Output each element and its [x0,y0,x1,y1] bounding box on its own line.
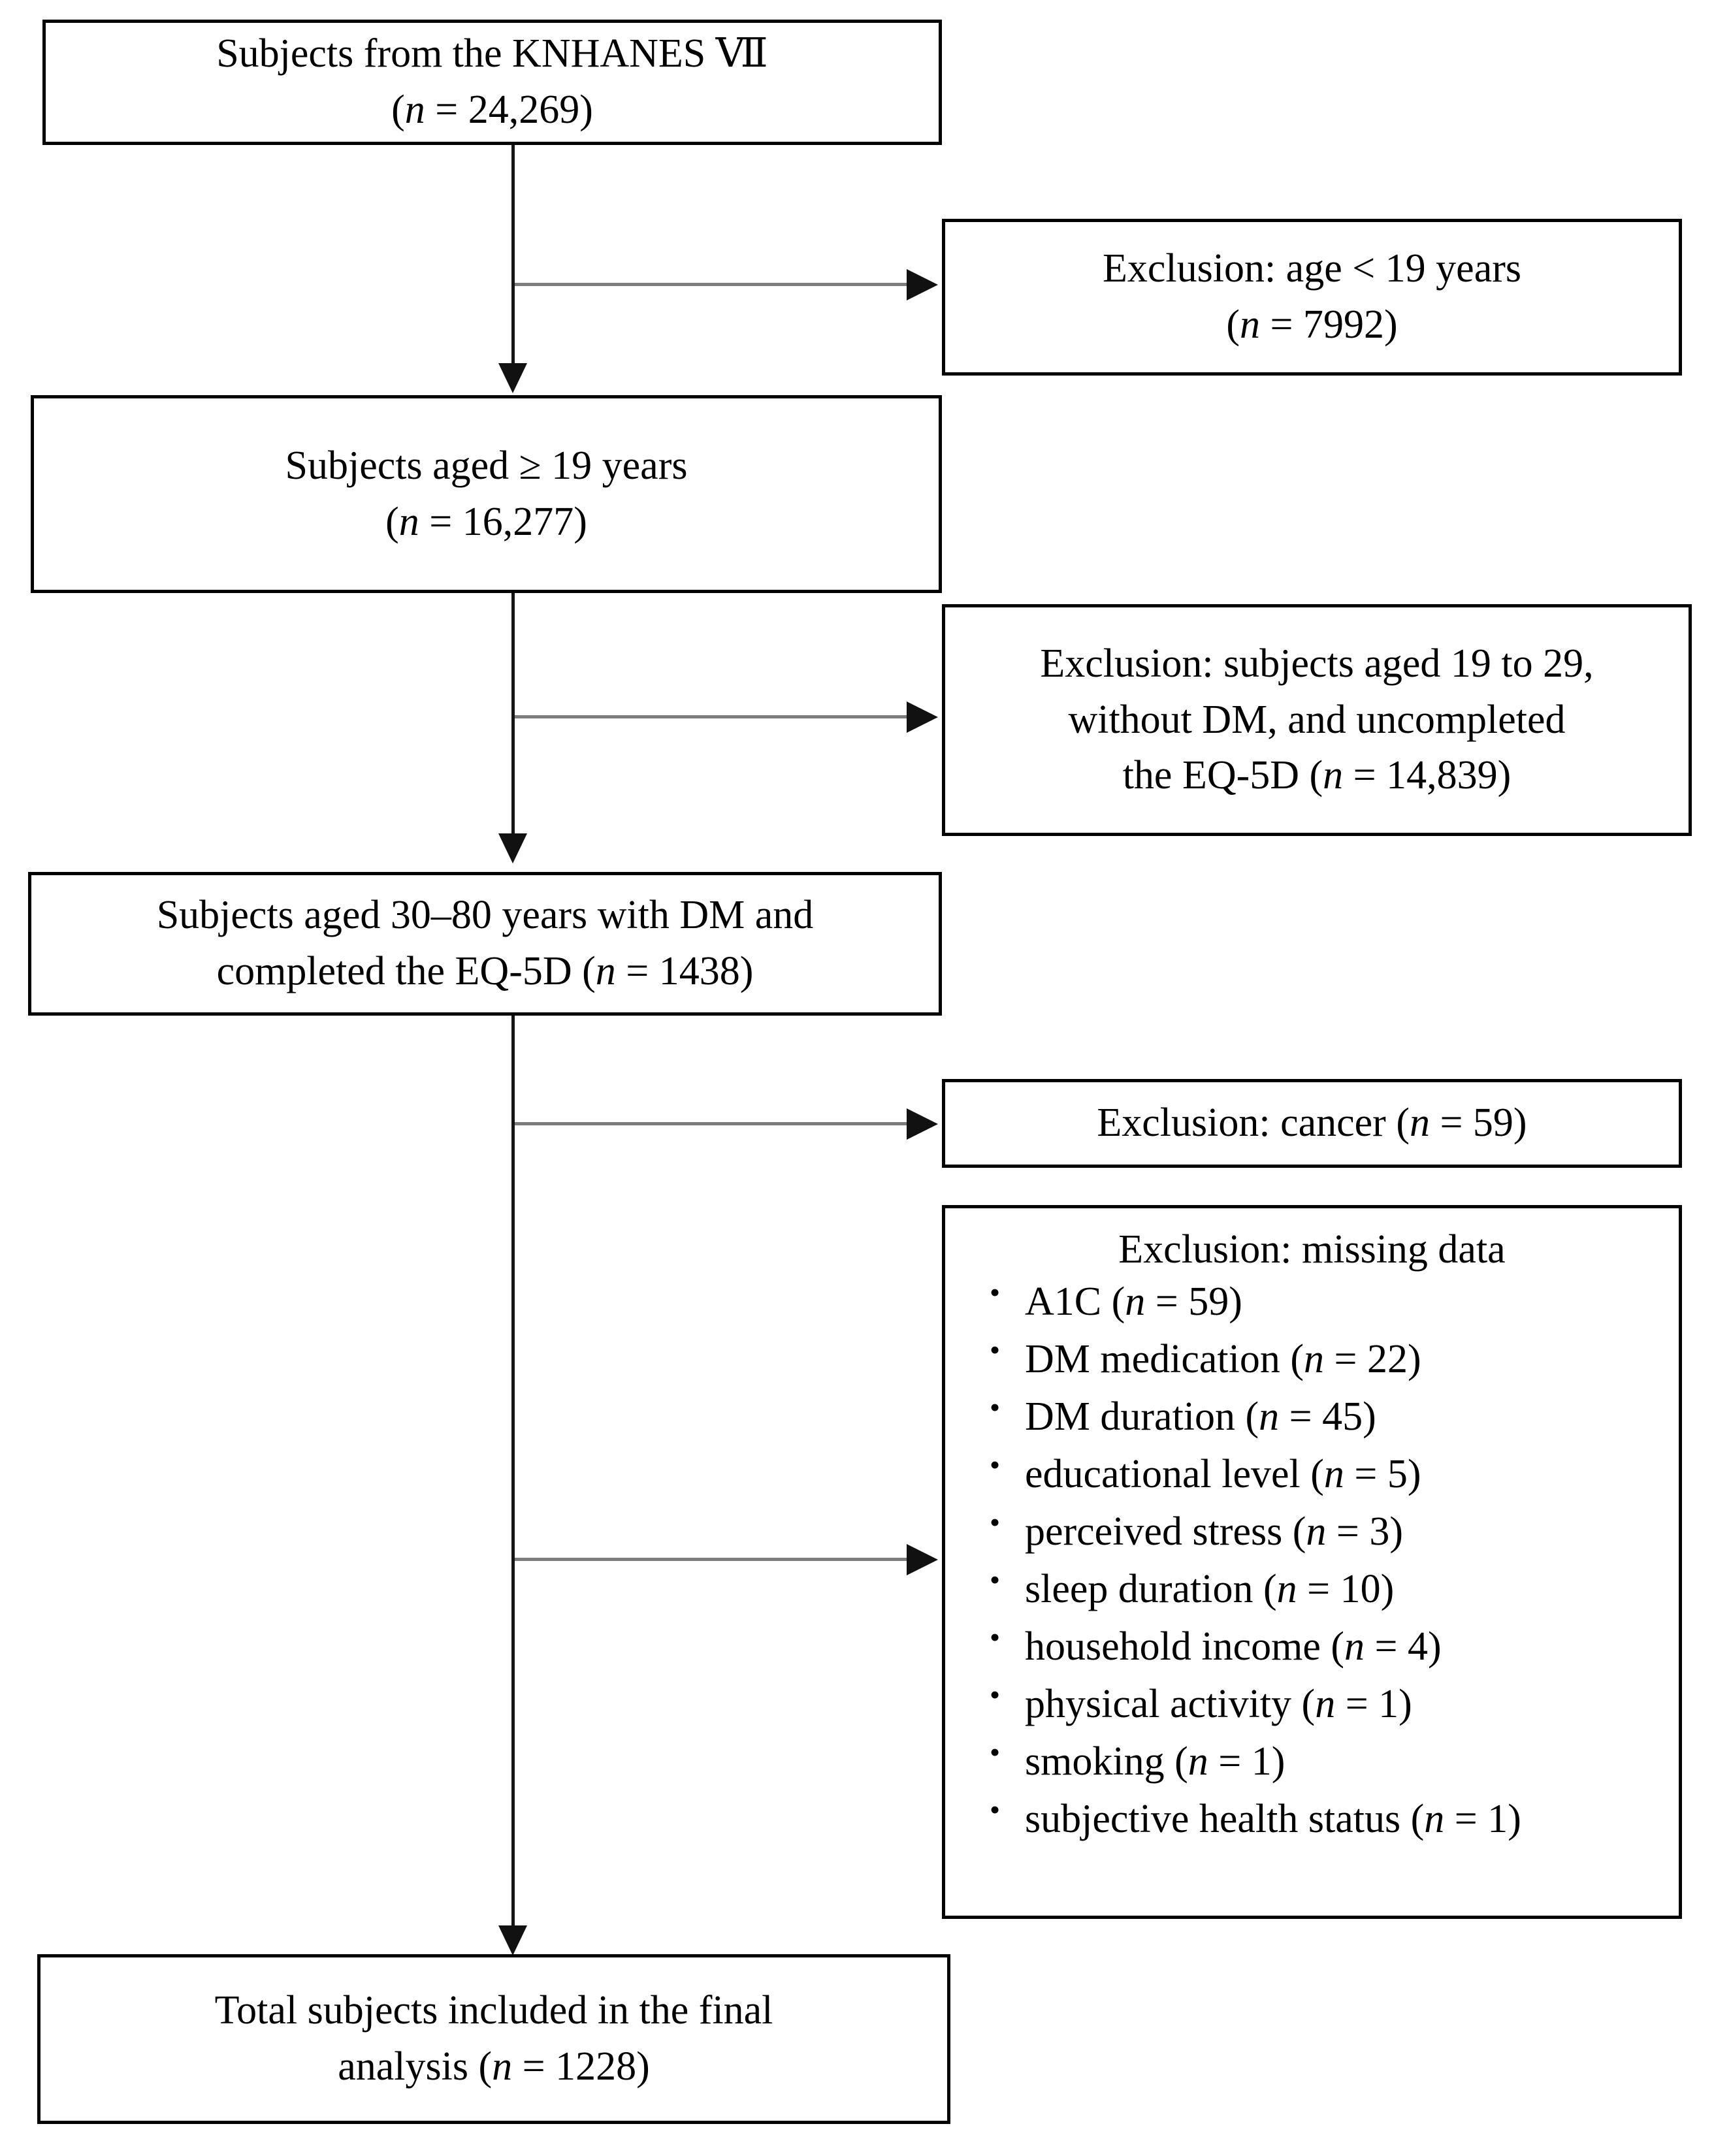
node-eligible-cohort-line-1: Subjects aged 30–80 years with DM and [156,893,814,938]
arrowhead-right-exclusion-criteria [907,701,938,733]
list-item: educational level (n = 5) [984,1450,1666,1497]
node-exclusion-criteria: Exclusion: subjects aged 19 to 29, witho… [942,604,1692,836]
item-label: physical activity ( [1025,1682,1316,1727]
n-symbol: n [492,2044,513,2089]
node-exclusion-age-line-2: (n = 7992) [1226,297,1397,353]
text-prefix: analysis ( [338,2044,493,2089]
n-value: = 5) [1344,1452,1421,1497]
arrowhead-right-exclusion-missing [907,1544,938,1575]
node-exclusion-cancer-line-1: Exclusion: cancer (n = 59) [1097,1095,1527,1151]
list-item: DM duration (n = 45) [984,1392,1666,1440]
node-exclusion-criteria-line-2: without DM, and uncompleted [1068,697,1566,742]
n-value: = 22) [1324,1337,1421,1382]
list-item: perceived stress (n = 3) [984,1507,1666,1554]
paren-open: ( [391,88,405,132]
node-aged-19-plus-line-2: (n = 16,277) [385,494,587,551]
n-value: = 1438) [615,949,754,993]
list-item: A1C (n = 59) [984,1278,1666,1325]
n-symbol: n [404,88,425,132]
arrowhead-down-to-final [498,1925,527,1955]
n-symbol: n [1306,1509,1327,1554]
n-symbol: n [1188,1739,1208,1784]
item-label: sleep duration ( [1025,1567,1277,1612]
list-item: sleep duration (n = 10) [984,1565,1666,1612]
n-symbol: n [1259,1394,1280,1440]
arrowhead-down-to-aged19 [498,363,527,393]
missing-data-list: A1C (n = 59) DM medication (n = 22) DM d… [958,1278,1666,1842]
node-aged-19-plus-line-1: Subjects aged ≥ 19 years [285,443,688,488]
n-value: = 4) [1365,1624,1442,1669]
arrowhead-right-exclusion-cancer [907,1108,938,1140]
text-prefix: the EQ-5D ( [1122,753,1323,798]
n-symbol: n [1424,1797,1445,1842]
item-label: smoking ( [1025,1739,1188,1784]
n-value: = 1) [1335,1682,1412,1727]
item-label: A1C ( [1025,1279,1125,1325]
node-exclusion-cancer: Exclusion: cancer (n = 59) [942,1079,1682,1168]
text-prefix: completed the EQ-5D ( [216,949,596,993]
n-value: = 24,269) [425,88,593,132]
connector-branch-exclusion-age [515,283,907,286]
n-value: = 1228) [512,2044,650,2089]
arrowhead-right-exclusion-age [907,269,938,300]
node-exclusion-age: Exclusion: age < 19 years (n = 7992) [942,219,1682,376]
node-eligible-cohort: Subjects aged 30–80 years with DM and co… [28,872,942,1016]
node-source-cohort: Subjects from the KNHANES Ⅶ (n = 24,269) [42,20,942,145]
item-label: DM duration ( [1025,1394,1259,1440]
node-aged-19-plus: Subjects aged ≥ 19 years (n = 16,277) [31,395,942,593]
node-exclusion-missing-data: Exclusion: missing data A1C (n = 59) DM … [942,1205,1682,1919]
item-label: subjective health status ( [1025,1797,1425,1842]
n-value: = 1) [1444,1797,1521,1842]
node-exclusion-criteria-line-3: the EQ-5D (n = 14,839) [1123,748,1512,804]
arrowhead-down-to-eligible [498,833,527,863]
list-item: household income (n = 4) [984,1622,1666,1669]
n-symbol: n [595,949,616,993]
n-symbol: n [1323,1452,1344,1497]
n-symbol: n [1276,1567,1297,1612]
paren-open: ( [1226,302,1240,347]
n-symbol: n [1409,1101,1430,1146]
n-value: = 1) [1208,1739,1286,1784]
n-value: = 16,277) [419,499,587,544]
connector-branch-exclusion-missing [515,1558,907,1561]
n-symbol: n [1304,1337,1325,1382]
node-final-analysis-line-1: Total subjects included in the final [214,1988,773,2033]
node-source-line-2: (n = 24,269) [391,82,593,138]
node-final-analysis: Total subjects included in the final ana… [37,1954,950,2124]
n-symbol: n [1323,753,1344,798]
n-symbol: n [398,499,419,544]
n-symbol: n [1344,1624,1365,1669]
list-item: subjective health status (n = 1) [984,1795,1666,1842]
n-value: = 59) [1429,1101,1527,1146]
n-value: = 45) [1279,1394,1376,1440]
n-symbol: n [1125,1279,1146,1325]
node-source-line-1: Subjects from the KNHANES Ⅶ [216,31,768,76]
node-exclusion-criteria-line-1: Exclusion: subjects aged 19 to 29, [1040,641,1594,686]
list-item: DM medication (n = 22) [984,1335,1666,1382]
item-label: perceived stress ( [1025,1509,1306,1554]
connector-branch-exclusion-criteria [515,715,907,718]
node-final-analysis-line-2: analysis (n = 1228) [338,2039,650,2095]
n-value: = 59) [1145,1279,1242,1325]
item-label: educational level ( [1025,1452,1324,1497]
n-value: = 10) [1297,1567,1395,1612]
n-value: = 14,839) [1343,753,1512,798]
paren-open: ( [385,499,399,544]
list-item: physical activity (n = 1) [984,1680,1666,1727]
item-label: household income ( [1025,1624,1345,1669]
missing-data-heading: Exclusion: missing data [1118,1227,1506,1272]
node-eligible-cohort-line-2: completed the EQ-5D (n = 1438) [217,944,754,1000]
n-symbol: n [1315,1682,1336,1727]
connector-aged19-to-eligible [511,593,515,836]
list-item: smoking (n = 1) [984,1737,1666,1784]
connector-eligible-to-final [511,1016,515,1930]
n-value: = 7992) [1260,302,1398,347]
text-prefix: Exclusion: cancer ( [1097,1101,1410,1146]
item-label: DM medication ( [1025,1337,1304,1382]
n-symbol: n [1240,302,1261,347]
node-exclusion-age-line-1: Exclusion: age < 19 years [1102,246,1521,291]
connector-branch-exclusion-cancer [515,1122,907,1125]
connector-source-to-aged19 [511,145,515,366]
n-value: = 3) [1326,1509,1403,1554]
